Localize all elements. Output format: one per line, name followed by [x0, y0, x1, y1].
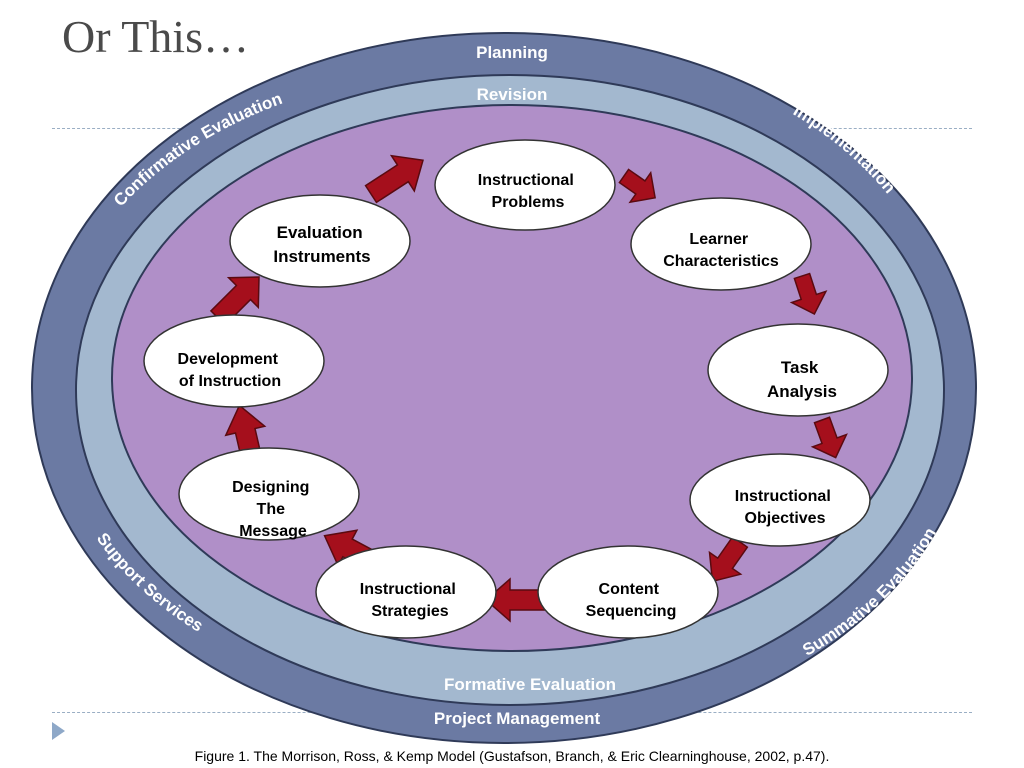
- ring-label-formative-evaluation: Formative Evaluation: [444, 675, 616, 694]
- figure-caption: Figure 1. The Morrison, Ross, & Kemp Mod…: [194, 748, 830, 764]
- svg-text:Instructional Problems: Instructional Problems: [478, 172, 578, 211]
- arrow-task-to-objectives: [810, 416, 848, 459]
- node-instructional-problems: Instructional Problems: [434, 139, 616, 231]
- svg-text:Instructional Strategies: Instructional Strategies: [360, 581, 460, 620]
- node-instructional-strategies: Instructional Strategies: [315, 545, 497, 639]
- svg-text:Content Sequencing: Content Sequencing: [586, 581, 677, 620]
- svg-text:Evaluation Instruments: Evaluation Instruments: [273, 223, 370, 266]
- ring-label-planning: Planning: [476, 43, 548, 62]
- node-content-sequencing: Content Sequencing: [537, 545, 719, 639]
- node-evaluation-instruments: Evaluation Instruments: [229, 194, 411, 288]
- svg-text:Instructional Objectives: Instructional Objectives: [735, 488, 835, 527]
- svg-text:Task Analysis: Task Analysis: [767, 358, 837, 401]
- svg-text:Designing The Mess: Designing The Message: [232, 479, 314, 540]
- node-task-analysis: Task Analysis: [707, 323, 889, 417]
- slide-title: Or This…: [62, 11, 249, 62]
- node-designing-the-message: Designing The Message: [178, 447, 360, 541]
- ring-label-revision: Revision: [477, 85, 548, 104]
- node-development-of-instruction: Development of Instruction: [143, 314, 325, 408]
- ring-label-project-management: Project Management: [434, 709, 601, 728]
- bullet-triangle-icon: [52, 722, 65, 740]
- arrow-evaluation-to-problems: [364, 154, 424, 204]
- arrow-objectives-to-content: [708, 535, 749, 583]
- svg-text:Development of Instructi: Development of Instruction: [178, 351, 283, 390]
- node-learner-characteristics: Learner Characteristics: [630, 197, 812, 291]
- arrows: [209, 154, 848, 623]
- svg-text:Learner Characteristics: Learner Characteristics: [663, 231, 779, 270]
- arrow-problems-to-learner: [618, 168, 656, 204]
- node-instructional-objectives: Instructional Objectives: [689, 453, 871, 547]
- arrow-learner-to-task: [789, 272, 828, 316]
